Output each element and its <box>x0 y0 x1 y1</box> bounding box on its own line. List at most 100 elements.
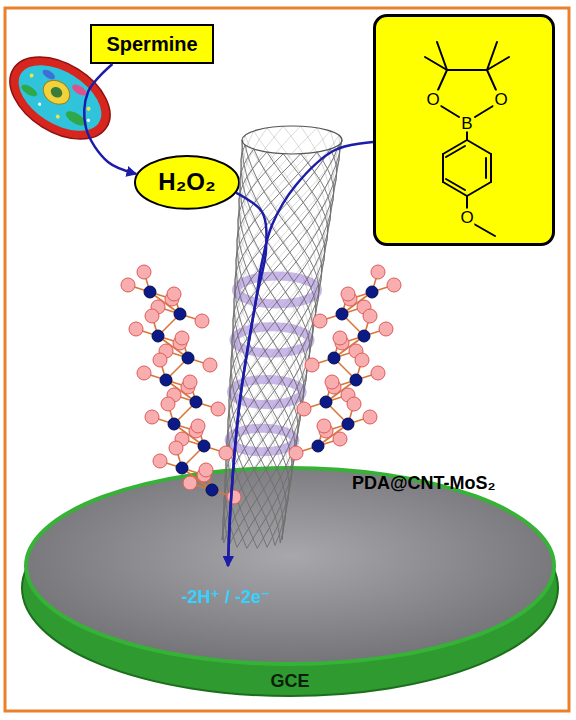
atom-label: O <box>493 91 508 108</box>
mos2-atom <box>363 410 377 424</box>
mos2-atom <box>336 308 348 320</box>
mos2-atom <box>183 375 197 389</box>
mos2-atom <box>167 287 181 301</box>
mos2-atom <box>211 402 225 416</box>
mos2-atom <box>363 309 377 323</box>
mos2-illustration <box>121 265 401 504</box>
text-holder: GCE <box>270 672 309 690</box>
flow-arrow <box>84 64 136 174</box>
mos2-atom <box>371 366 385 380</box>
mos2-atom <box>333 331 347 345</box>
mos2-atom <box>144 286 156 298</box>
mos2-atom <box>153 353 167 367</box>
mos2-atom <box>137 265 151 279</box>
mos2-atom <box>176 462 188 474</box>
mos2-atom <box>355 353 369 367</box>
species-name: H₂O₂ <box>134 155 239 210</box>
text-holder: -2H⁺ / -2e⁻ <box>181 588 270 606</box>
analyte-name: Spermine <box>106 32 197 56</box>
chemical-bond <box>487 70 496 90</box>
mos2-atom <box>313 314 327 328</box>
material-label: PDA@CNT-MoS₂ <box>352 473 496 493</box>
chemical-bond <box>485 158 487 178</box>
text-holder: O <box>493 91 508 108</box>
mos2-atom <box>347 397 361 411</box>
mos2-atom <box>199 463 213 477</box>
mos2-atom <box>297 402 311 416</box>
nanotube-band <box>237 276 318 304</box>
nanotube-rim <box>242 126 342 154</box>
chemical-bond <box>447 69 487 71</box>
mos2-atom <box>320 396 332 408</box>
label-holder: PDA@CNT-MoS₂ <box>352 473 496 494</box>
mos2-atom <box>342 418 354 430</box>
mos2-atom <box>289 446 303 460</box>
chemical-bond <box>487 42 497 70</box>
mos2-atom <box>121 278 135 292</box>
mos2-atom <box>145 309 159 323</box>
mos2-atom <box>145 410 159 424</box>
mos2-atom <box>182 352 194 364</box>
figure-frame <box>5 8 569 711</box>
mos2-atom <box>191 419 205 433</box>
mos2-atom <box>350 374 362 386</box>
mos2-atom <box>203 358 217 372</box>
mos2-atom <box>183 476 197 490</box>
chemical-bond <box>441 106 459 117</box>
text-holder: B <box>460 115 473 132</box>
mos2-atom <box>206 484 218 496</box>
electrode-drawing <box>22 466 558 702</box>
mos2-atom <box>168 418 180 430</box>
mos2-atom <box>160 374 172 386</box>
chemical-bond <box>466 196 468 209</box>
mos2-atom <box>195 314 209 328</box>
chemical-bond <box>466 131 468 140</box>
mos2-atom <box>152 330 164 342</box>
chemical-bond <box>474 224 495 236</box>
atom-label: O <box>459 209 474 226</box>
mos2-atom <box>358 330 370 342</box>
mos2-atom <box>190 396 202 408</box>
mos2-atom <box>137 366 151 380</box>
mos2-atom <box>219 446 233 460</box>
electrode-disk: -2H⁺ / -2e⁻ GCE <box>22 466 558 702</box>
atom-label: O <box>425 91 440 108</box>
mos2-atom <box>328 352 340 364</box>
text-holder: O <box>425 91 440 108</box>
mos2-atom <box>169 441 183 455</box>
chemical-bond <box>490 154 492 182</box>
mos2-atom <box>305 358 319 372</box>
species-ellipse: H₂O₂ <box>134 155 240 210</box>
chemical-bond <box>467 140 491 154</box>
chemical-bond <box>467 182 491 196</box>
mos2-atom <box>366 286 378 298</box>
electrode-face <box>26 468 554 664</box>
mos2-atom <box>198 440 210 452</box>
mos2-atom <box>387 278 401 292</box>
atom-label: B <box>460 115 473 132</box>
molecule-box: O O B O <box>373 14 555 246</box>
mos2-atom <box>333 432 347 446</box>
chemical-bond <box>442 154 444 182</box>
nanotube-front-mesh <box>222 140 342 548</box>
mos2-atom <box>161 397 175 411</box>
text-holder: O <box>459 209 474 226</box>
chemical-bond <box>437 42 447 70</box>
mos2-atom <box>341 287 355 301</box>
chemical-bond <box>446 179 465 190</box>
mos2-atom <box>129 322 143 336</box>
mos2-atom <box>325 375 339 389</box>
mos2-atom <box>153 454 167 468</box>
mos2-atom <box>371 265 385 279</box>
mos2-atom <box>317 419 331 433</box>
mos2-atom <box>227 490 241 504</box>
mos2-atom <box>175 331 189 345</box>
mos2-atom <box>174 308 186 320</box>
chemical-bond <box>475 106 493 117</box>
electrode-name: GCE <box>270 672 309 690</box>
ellipse-shape <box>135 156 239 209</box>
reaction-label: -2H⁺ / -2e⁻ <box>181 588 270 606</box>
mos2-atom <box>379 322 393 336</box>
mos2-atom <box>312 440 324 452</box>
